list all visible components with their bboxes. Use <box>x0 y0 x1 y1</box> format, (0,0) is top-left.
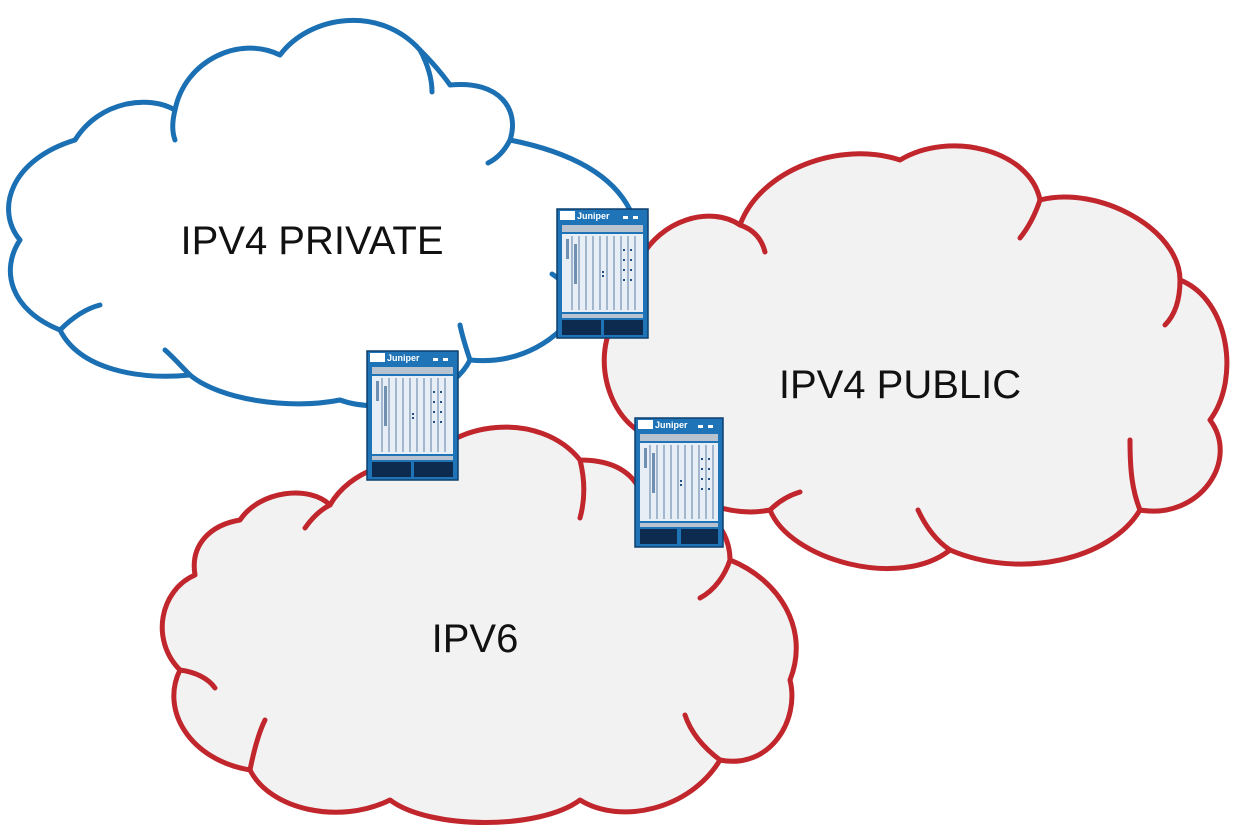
router-public-ipv6[interactable]: Juniper <box>634 417 724 548</box>
juniper-logo-icon <box>560 211 575 220</box>
cloud-ipv4-private-shape <box>6 17 639 409</box>
router-private-ipv6[interactable]: Juniper <box>366 350 459 481</box>
juniper-logo-icon <box>638 420 653 429</box>
cloud-ipv6-label: IPV6 <box>432 617 519 661</box>
router-brand-label: Juniper <box>577 211 610 221</box>
cloud-ipv4-private-label: IPV4 PRIVATE <box>180 219 443 263</box>
router-private-public[interactable]: Juniper <box>556 208 649 339</box>
juniper-logo-icon <box>370 353 385 362</box>
cloud-ipv4-private: IPV4 PRIVATE <box>6 17 639 409</box>
cloud-ipv4-public: IPV4 PUBLIC <box>601 143 1230 572</box>
router-brand-label: Juniper <box>655 420 688 430</box>
cloud-ipv4-public-label: IPV4 PUBLIC <box>779 363 1021 407</box>
router-brand-label: Juniper <box>387 353 420 363</box>
